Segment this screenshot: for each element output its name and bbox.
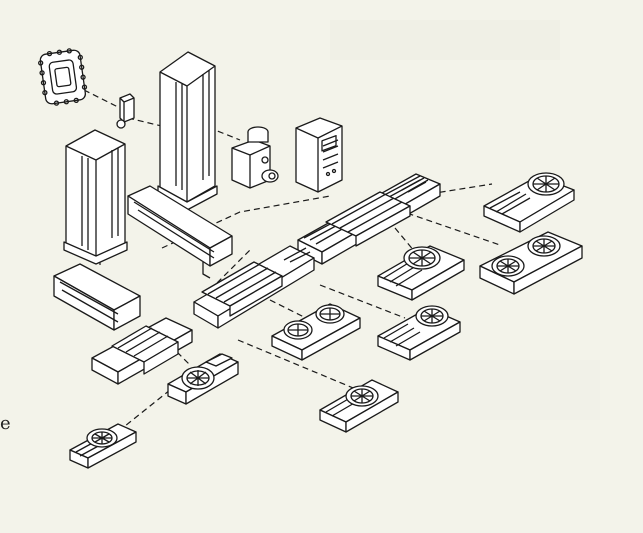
paper-texture <box>330 20 600 420</box>
short-bed-left <box>53 263 141 331</box>
linear-slide-lower-left <box>91 317 193 385</box>
control-cabinet <box>295 117 343 193</box>
spindle-head-motor <box>231 126 279 189</box>
page-edge-letter: e <box>0 413 11 434</box>
servo-motor-small <box>116 93 135 129</box>
rotary-table-single-top-right <box>483 172 575 233</box>
rotary-table-single-bottom-center <box>319 379 399 433</box>
rotary-table-single-mid <box>377 245 465 301</box>
rotary-table-single-bottom-left <box>69 423 137 469</box>
rotary-table-double-center <box>271 303 361 361</box>
linear-slide-middle <box>193 245 315 329</box>
rotary-table-dual-left <box>167 353 239 405</box>
rotary-table-double-right <box>479 231 583 295</box>
rotary-table-single-center-right <box>377 305 461 361</box>
base-bed-left <box>127 185 233 279</box>
long-linear-slide-top <box>297 173 441 265</box>
column-tall-left <box>63 129 128 265</box>
column-tall-center <box>157 51 218 211</box>
cnc-controller-chip <box>38 48 88 106</box>
